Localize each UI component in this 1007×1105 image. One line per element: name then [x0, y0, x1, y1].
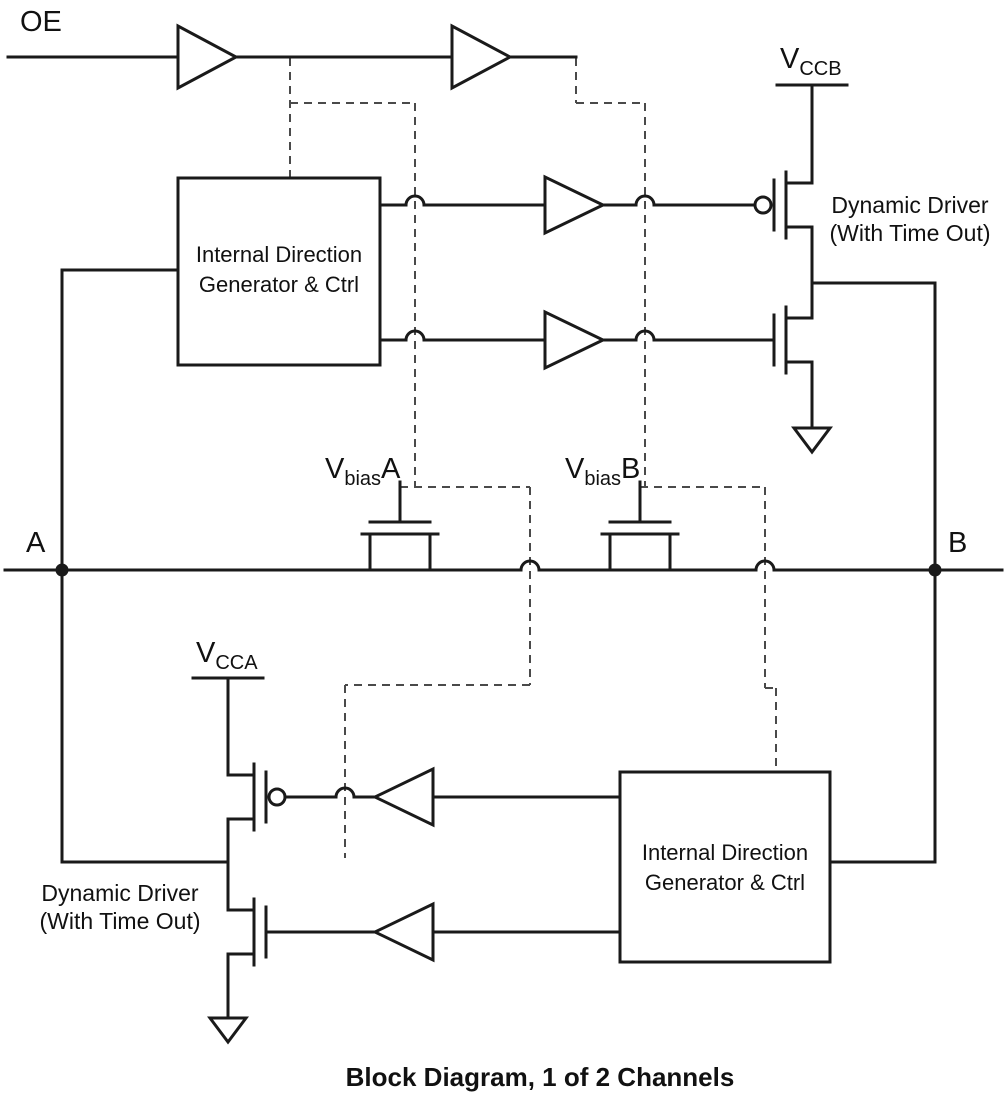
a-ground-symbol: [207, 1016, 249, 1045]
port-b-label: B: [948, 527, 967, 559]
vbias-a-label: VbiasA: [325, 453, 401, 490]
pmos-a-gate-wire: [283, 786, 377, 799]
oe-buffer-2: [450, 23, 514, 91]
bottom-direction-generator-box: [618, 770, 832, 964]
control-dashed-lines: [289, 58, 777, 858]
b-pulldown-gate-buffer: [543, 309, 607, 371]
diagram-caption: Block Diagram, 1 of 2 Channels: [346, 1062, 735, 1092]
top-direction-generator-label-line2: Generator & Ctrl: [199, 272, 359, 297]
a-pulldown-gate-drive: [371, 901, 622, 963]
vccb-label-sub: CCB: [799, 58, 841, 80]
b-pullup-gate-drive: [378, 174, 757, 236]
a-node-junction-dot: [55, 563, 69, 577]
b-ground-symbol: [791, 426, 833, 455]
vcca-label-sub: CCA: [215, 652, 258, 674]
vbias-a-label-sub: bias: [344, 468, 381, 490]
vcca-label: VCCA: [196, 637, 258, 674]
b-pulldown-gate-wire-2: [601, 329, 776, 342]
a-pullup-gate-drive: [371, 766, 622, 828]
vbias-b-label-suffix: B: [621, 453, 640, 485]
ab-channel: A B VbiasA VbiasB: [3, 453, 1004, 577]
vbias-b-label: VbiasB: [565, 453, 640, 490]
a-pulldown-gate-buffer: [371, 901, 435, 963]
b-pulldown-gate-wire-1: [378, 329, 547, 342]
vccb-label: VCCB: [780, 43, 842, 80]
vbias-b-label-main: V: [565, 453, 585, 485]
port-a-label: A: [26, 527, 46, 559]
oe-label: OE: [20, 6, 62, 38]
bottom-direction-generator-label-line1: Internal Direction: [642, 840, 808, 865]
top-direction-generator-label-line1: Internal Direction: [196, 242, 362, 267]
bottom-direction-generator: Internal Direction Generator & Ctrl: [618, 770, 832, 964]
b-pullup-gate-wire-2: [601, 194, 757, 207]
vccb-label-main: V: [780, 43, 800, 75]
bottom-dynamic-driver-label-line2: (With Time Out): [39, 908, 200, 934]
ab-channel-wire: [3, 559, 1004, 572]
vbias-a-label-main: V: [325, 453, 345, 485]
a-side-dynamic-driver: VCCA Dynamic Driver (With Time Out): [39, 637, 377, 1045]
b-side-dynamic-driver: VCCB Dynamic Driver (With Time Out): [753, 43, 991, 864]
vbias-b-label-sub: bias: [584, 468, 621, 490]
bottom-dynamic-driver-label-line1: Dynamic Driver: [41, 880, 199, 906]
pmos-a-gate-bubble: [267, 787, 287, 807]
a-pullup-gate-buffer: [371, 766, 435, 828]
top-direction-generator-box: [176, 176, 382, 367]
bottom-direction-generator-label-line2: Generator & Ctrl: [645, 870, 805, 895]
b-pullup-gate-buffer: [543, 174, 607, 236]
top-dynamic-driver-label-line1: Dynamic Driver: [831, 192, 989, 218]
b-pulldown-gate-drive: [378, 309, 776, 371]
vbias-a-label-suffix: A: [381, 453, 401, 485]
oe-buffer-1: [176, 23, 240, 91]
pmos-b-gate-bubble: [753, 195, 773, 215]
vcca-label-main: V: [196, 637, 216, 669]
top-direction-generator: Internal Direction Generator & Ctrl: [176, 176, 382, 367]
b-pullup-gate-wire-1: [378, 194, 547, 207]
oe-signal-path: OE: [6, 6, 578, 91]
b-node-junction-dot: [928, 563, 942, 577]
top-dynamic-driver-label-line2: (With Time Out): [829, 220, 990, 246]
